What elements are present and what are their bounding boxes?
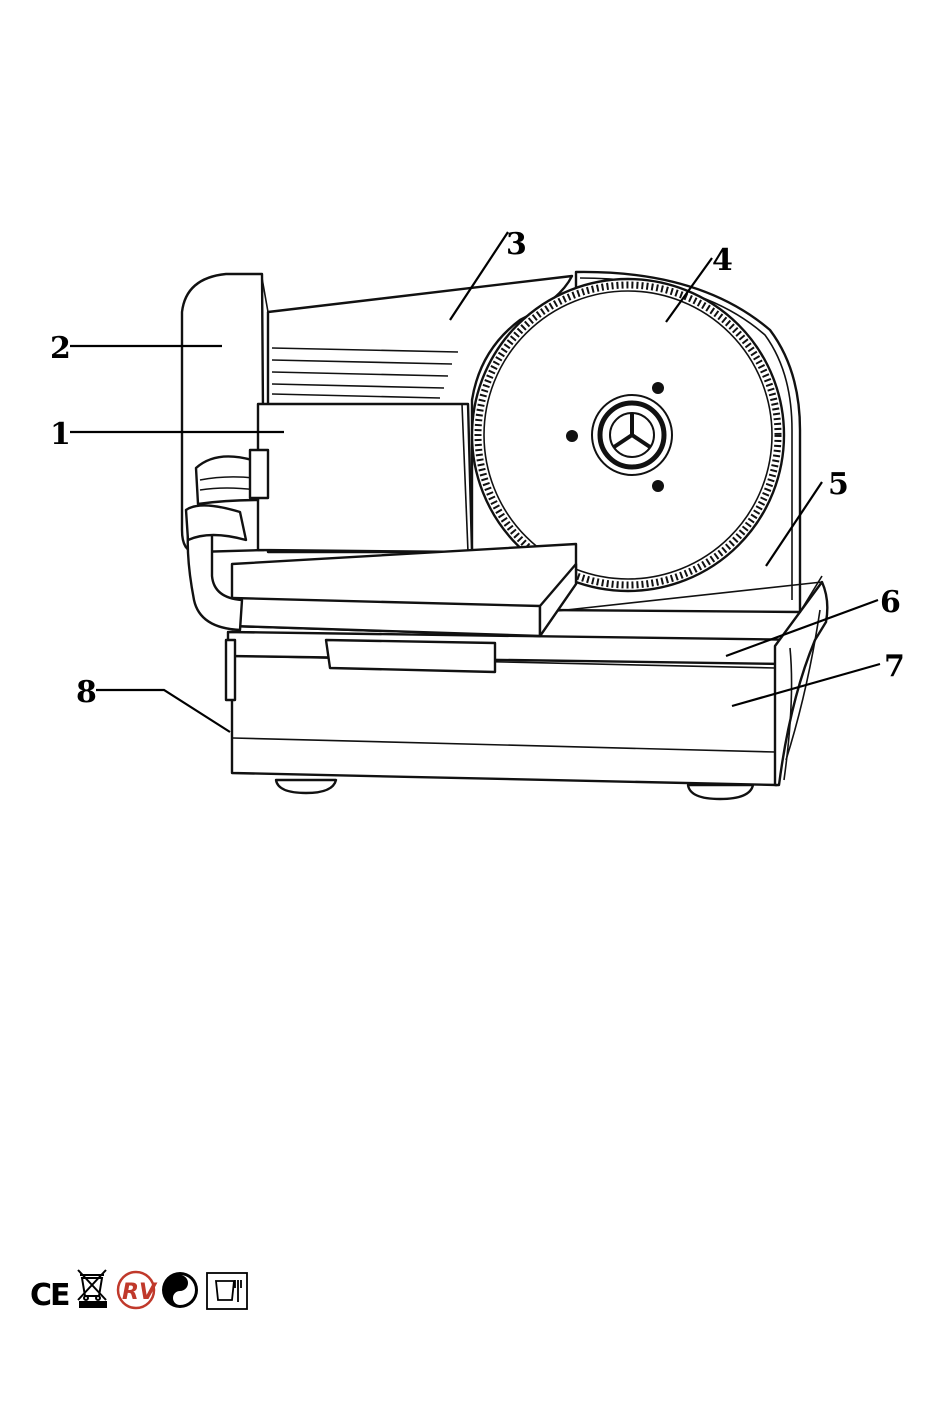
- callout-3: 3: [506, 227, 527, 262]
- svg-text:CE: CE: [30, 1278, 69, 1313]
- svg-text:RV: RV: [122, 1280, 158, 1305]
- blade: [472, 279, 784, 591]
- weee-crossed-bin-icon: [78, 1270, 106, 1307]
- callout-7: 7: [884, 649, 905, 684]
- certification-marks: CE RV: [30, 1270, 247, 1313]
- foot-right: [688, 785, 753, 799]
- blade-screw-bottom: [652, 480, 664, 492]
- callout-5: 5: [828, 467, 849, 502]
- callout-2: 2: [50, 331, 71, 366]
- blade-screw-top: [652, 382, 664, 394]
- callout-4: 4: [712, 243, 733, 278]
- callout-1: 1: [50, 417, 71, 452]
- green-dot-icon: [162, 1272, 198, 1308]
- callout-6: 6: [880, 585, 901, 620]
- ce-mark-icon: CE: [30, 1278, 69, 1313]
- leader-8: [96, 690, 230, 732]
- sliding-table: [232, 544, 576, 636]
- tray-tab: [326, 640, 495, 672]
- food-safe-icon: [207, 1273, 247, 1309]
- rv-mark-icon: RV: [118, 1272, 158, 1308]
- carriage-plate: [258, 404, 472, 552]
- foot-left: [276, 780, 336, 793]
- blade-screw-left: [566, 430, 578, 442]
- callout-8: 8: [76, 675, 97, 710]
